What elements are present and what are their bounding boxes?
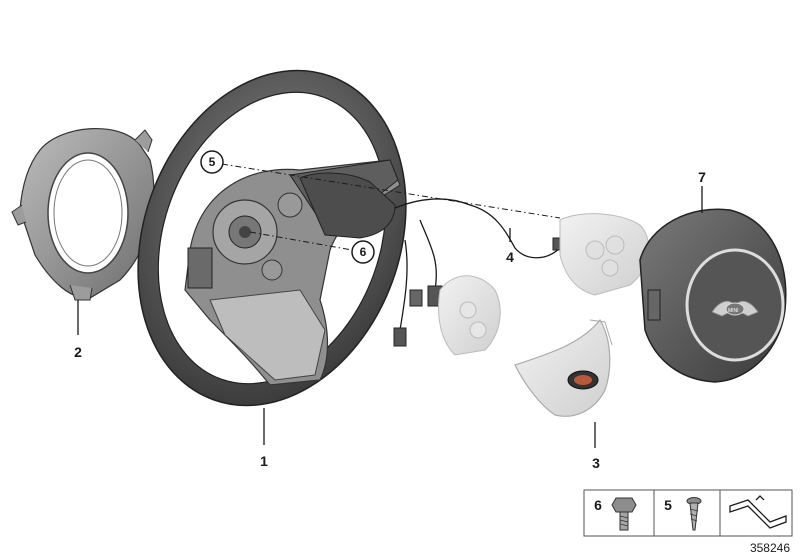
legend-box-5: 5: [653, 489, 721, 537]
legend-box-6: 6: [583, 489, 655, 537]
callout-1: 1: [260, 453, 268, 469]
alignment-line-5: [221, 163, 561, 219]
control-switch-left: [438, 275, 501, 356]
callout-6-label: 6: [360, 245, 367, 259]
rear-cover-ring: [11, 128, 155, 301]
callout-3: 3: [592, 455, 600, 471]
steering-wheel: [137, 69, 407, 407]
bolt-icon: [611, 497, 637, 531]
control-switch-right: [559, 213, 650, 296]
lower-trim-cover: [514, 318, 613, 417]
callout-4: 4: [506, 249, 514, 265]
circled-callout-5: 5: [200, 150, 224, 174]
callout-2: 2: [74, 344, 82, 360]
legend-5-label: 5: [664, 497, 672, 513]
callout-7: 7: [698, 169, 706, 185]
sheet-metal-icon: [729, 495, 787, 529]
legend-6-label: 6: [594, 497, 602, 513]
airbag-module: MINI: [639, 208, 787, 383]
callout-5-label: 5: [209, 155, 216, 169]
screw-icon: [686, 497, 702, 531]
circled-callout-6: 6: [351, 240, 375, 264]
alignment-line-6: [249, 231, 353, 251]
reference-number: 358246: [750, 541, 790, 555]
legend-box-generic: [719, 489, 793, 537]
airbag-badge-text: MINI: [728, 308, 739, 314]
